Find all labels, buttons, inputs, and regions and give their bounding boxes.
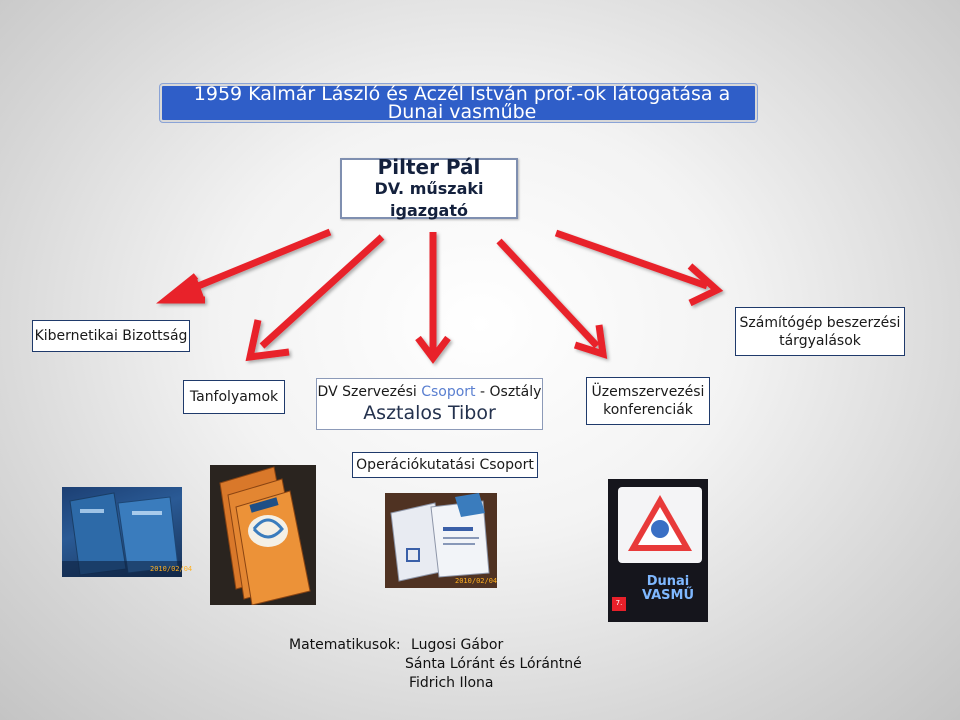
- arrow-to-szamitogep: [554, 229, 724, 307]
- arrow-to-kibernetikai: [156, 228, 332, 304]
- photo-blue-books: [62, 487, 182, 577]
- date-stamp-documents: 2010/02/04: [455, 577, 497, 585]
- uzem-label-line1: Üzemszervezési: [591, 384, 705, 400]
- arrow-to-dv-osztaly: [415, 232, 451, 364]
- operaciokutatasi-box: Operációkutatási Csoport: [352, 452, 538, 478]
- director-role: DV. műszaki igazgató: [374, 178, 484, 220]
- photo-documents: 2010/02/04: [385, 493, 497, 588]
- title-text: 1959 Kalmár László és Aczél István prof.…: [193, 83, 731, 123]
- mathematicians-row-3: Fidrich Ilona: [289, 674, 582, 693]
- orange-booklets-image: [210, 465, 316, 605]
- mathematicians-row-2: Sánta Lóránt és Lórántné: [289, 655, 582, 674]
- uzemszervezesi-box: Üzemszervezési konferenciák: [586, 377, 710, 425]
- operacio-label: Operációkutatási Csoport: [356, 457, 534, 473]
- director-name: Pilter Pál: [377, 154, 481, 179]
- dv-prefix: DV Szervezési: [317, 384, 417, 400]
- director-box: Pilter Pál DV. műszaki igazgató: [340, 154, 518, 220]
- mathematicians-label: Matematikusok:: [289, 637, 401, 653]
- kibernetikai-label: Kibernetikai Bizottság: [34, 328, 188, 344]
- date-stamp-blue-books: 2010/02/04: [150, 565, 193, 573]
- tanfolyamok-box: Tanfolyamok: [183, 380, 285, 414]
- dv-csoport: Csoport: [421, 384, 476, 400]
- dv-osztaly-box: DV Szervezési Csoport - Osztály Asztalos…: [316, 378, 543, 430]
- title-banner: 1959 Kalmár László és Aczél István prof.…: [160, 84, 757, 122]
- dv-head: Asztalos Tibor: [363, 402, 496, 424]
- kibernetikai-bizottsag-box: Kibernetikai Bizottság: [32, 320, 190, 352]
- vasmu-magazine-image: [608, 479, 708, 622]
- szamitogep-label-line2: tárgyalások: [779, 332, 861, 349]
- dv-suffix: - Osztály: [480, 384, 542, 400]
- uzem-label-line2: konferenciák: [603, 402, 693, 418]
- dv-osztaly-title: DV Szervezési Csoport - Osztály: [318, 383, 542, 401]
- szamitogep-beszerzes-box: Számítógép beszerzési tárgyalások: [735, 307, 905, 356]
- szamitogep-label-line1: Számítógép beszerzési: [739, 314, 901, 331]
- mathematician-name-2: Sánta Lóránt és Lórántné: [405, 656, 582, 672]
- tanfolyamok-label: Tanfolyamok: [189, 389, 279, 405]
- mathematicians-list: Matematikusok: Lugosi Gábor Sánta Lóránt…: [289, 636, 582, 693]
- magazine-issue: 7.: [615, 599, 623, 607]
- photo-orange-booklets: [210, 465, 316, 605]
- mathematicians-row-1: Matematikusok: Lugosi Gábor: [289, 636, 582, 655]
- mathematician-name-3: Fidrich Ilona: [409, 675, 494, 691]
- arrow-to-uzemszervezesi: [496, 238, 608, 360]
- arrow-to-tanfolyamok: [245, 234, 385, 362]
- blue-books-image: [62, 492, 182, 577]
- photo-vasmu-magazine: Dunai VASMŰ 7.: [608, 479, 708, 622]
- magazine-title: Dunai VASMŰ: [641, 574, 695, 603]
- documents-image: [385, 493, 497, 588]
- mathematician-name-1: Lugosi Gábor: [411, 637, 504, 653]
